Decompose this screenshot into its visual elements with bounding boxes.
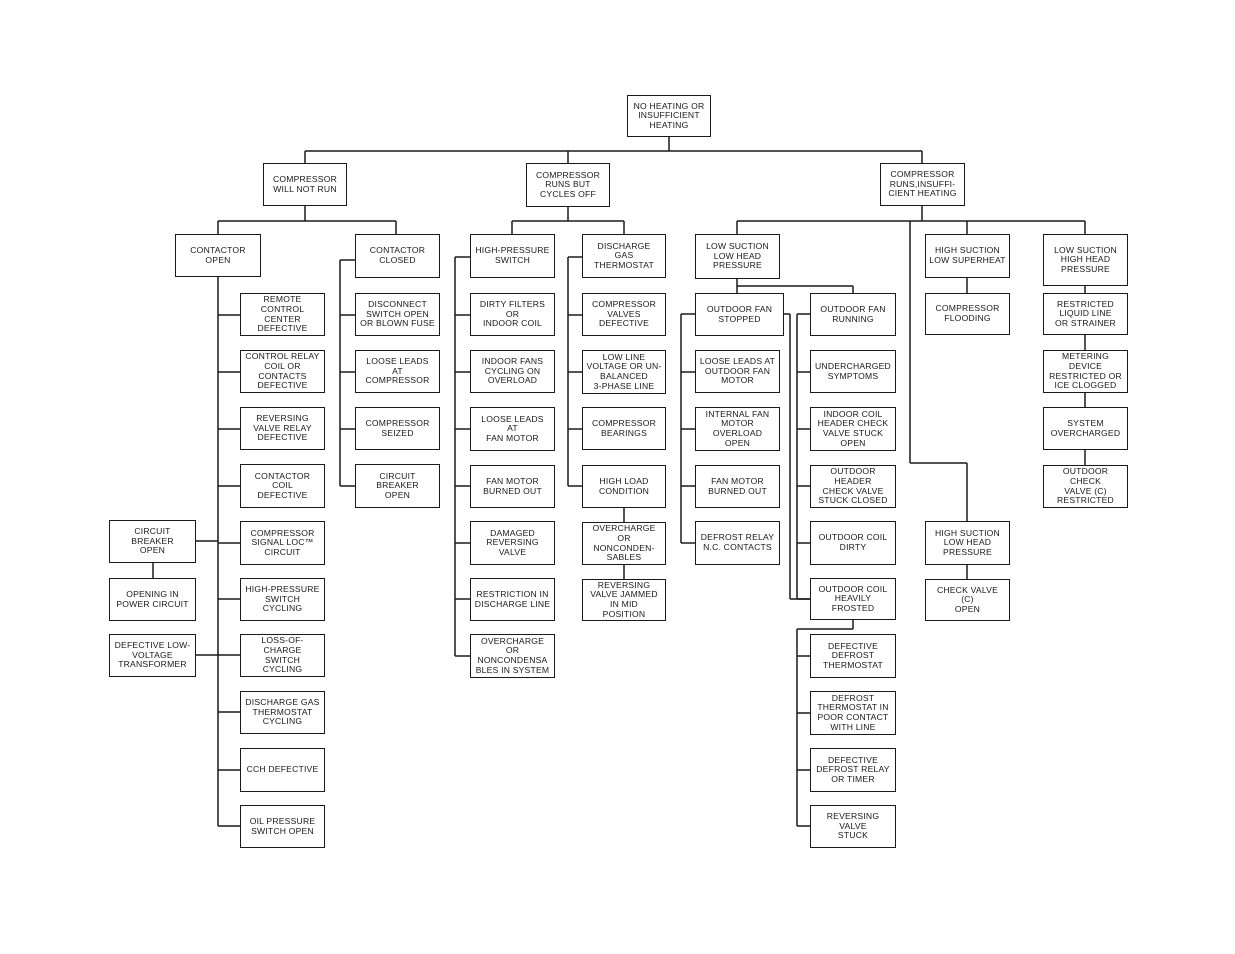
- box-high-pressure-switch: HIGH-PRESSURE SWITCH: [470, 234, 555, 278]
- box-undercharged-symptoms: UNDERCHARGED SYMPTOMS: [810, 350, 896, 393]
- box-low-line-voltage: LOW LINE VOLTAGE OR UN- BALANCED 3-PHASE…: [582, 350, 666, 394]
- box-signal-loc: COMPRESSOR SIGNAL LOC™ CIRCUIT: [240, 521, 325, 565]
- box-reversing-valve-stuck: REVERSING VALVE STUCK: [810, 805, 896, 848]
- box-loose-leads-compressor: LOOSE LEADS AT COMPRESSOR: [355, 350, 440, 393]
- box-outdoor-header-check: OUTDOOR HEADER CHECK VALVE STUCK CLOSED: [810, 465, 896, 508]
- box-outdoor-fan-running: OUTDOOR FAN RUNNING: [810, 293, 896, 336]
- box-reversing-valve-jammed: REVERSING VALVE JAMMED IN MID POSITION: [582, 579, 666, 621]
- box-defrost-relay-contacts: DEFROST RELAY N.C. CONTACTS: [695, 521, 780, 565]
- box-dg-thermostat-cycling: DISCHARGE GAS THERMOSTAT CYCLING: [240, 691, 325, 734]
- box-restricted-liquid-line: RESTRICTED LIQUID LINE OR STRAINER: [1043, 293, 1128, 335]
- box-reversing-valve-relay: REVERSING VALVE RELAY DEFECTIVE: [240, 407, 325, 450]
- box-high-suction-low-superheat: HIGH SUCTION LOW SUPERHEAT: [925, 234, 1010, 278]
- box-disconnect-switch: DISCONNECT SWITCH OPEN OR BLOWN FUSE: [355, 293, 440, 336]
- box-metering-device: METERING DEVICE RESTRICTED OR ICE CLOGGE…: [1043, 350, 1128, 393]
- box-restriction-discharge: RESTRICTION IN DISCHARGE LINE: [470, 578, 555, 621]
- box-outdoor-coil-dirty: OUTDOOR COIL DIRTY: [810, 521, 896, 565]
- box-defrost-thermostat-contact: DEFROST THERMOSTAT IN POOR CONTACT WITH …: [810, 691, 896, 735]
- box-overcharge-dg: OVERCHARGE OR NONCONDEN- SABLES: [582, 522, 666, 565]
- box-loose-leads-fan: LOOSE LEADS AT FAN MOTOR: [470, 407, 555, 451]
- box-indoor-fans-cycling: INDOOR FANS CYCLING ON OVERLOAD: [470, 350, 555, 393]
- box-oil-pressure-switch: OIL PRESSURE SWITCH OPEN: [240, 805, 325, 848]
- box-fan-motor-burned: FAN MOTOR BURNED OUT: [470, 465, 555, 508]
- box-contactor-coil: CONTACTOR COIL DEFECTIVE: [240, 464, 325, 508]
- box-loc-switch-cycling: LOSS-OF-CHARGE SWITCH CYCLING: [240, 634, 325, 677]
- box-outdoor-fan-motor-burned: FAN MOTOR BURNED OUT: [695, 465, 780, 508]
- box-check-valve-open: CHECK VALVE (C) OPEN: [925, 579, 1010, 621]
- box-damaged-reversing-valve: DAMAGED REVERSING VALVE: [470, 521, 555, 565]
- box-compressor-runs-insufficient: COMPRESSOR RUNS,INSUFFI- CIENT HEATING: [880, 163, 965, 206]
- box-outdoor-check-valve: OUTDOOR CHECK VALVE (C) RESTRICTED: [1043, 465, 1128, 508]
- box-cch-defective: CCH DEFECTIVE: [240, 748, 325, 792]
- box-discharge-gas-thermostat: DISCHARGE GAS THERMOSTAT: [582, 234, 666, 278]
- box-hp-switch-cycling: HIGH-PRESSURE SWITCH CYCLING: [240, 578, 325, 621]
- box-outdoor-fan-stopped: OUTDOOR FAN STOPPED: [695, 293, 784, 336]
- box-loose-leads-outdoor-fan: LOOSE LEADS AT OUTDOOR FAN MOTOR: [695, 350, 780, 393]
- box-contactor-open: CONTACTOR OPEN: [175, 234, 261, 277]
- box-remote-control-center: REMOTE CONTROL CENTER DEFECTIVE: [240, 293, 325, 336]
- box-compressor-valves: COMPRESSOR VALVES DEFECTIVE: [582, 293, 666, 336]
- box-contactor-closed: CONTACTOR CLOSED: [355, 234, 440, 278]
- box-circuit-breaker-open-left: CIRCUIT BREAKER OPEN: [109, 520, 196, 563]
- box-system-overcharged: SYSTEM OVERCHARGED: [1043, 407, 1128, 450]
- box-high-load: HIGH LOAD CONDITION: [582, 465, 666, 508]
- box-dirty-filters: DIRTY FILTERS OR INDOOR COIL: [470, 293, 555, 336]
- box-overcharge-noncondensables: OVERCHARGE OR NONCONDENSA BLES IN SYSTEM: [470, 634, 555, 678]
- box-compressor-flooding: COMPRESSOR FLOODING: [925, 293, 1010, 335]
- box-outdoor-coil-frosted: OUTDOOR COIL HEAVILY FROSTED: [810, 578, 896, 620]
- box-compressor-will-not-run: COMPRESSOR WILL NOT RUN: [263, 163, 347, 206]
- box-compressor-seized: COMPRESSOR SEIZED: [355, 407, 440, 450]
- box-low-suction-high-head: LOW SUCTION HIGH HEAD PRESSURE: [1043, 234, 1128, 286]
- box-compressor-runs-cycles-off: COMPRESSOR RUNS BUT CYCLES OFF: [526, 163, 610, 207]
- box-internal-fan-overload: INTERNAL FAN MOTOR OVERLOAD OPEN: [695, 407, 780, 451]
- box-low-suction-low-head: LOW SUCTION LOW HEAD PRESSURE: [695, 234, 780, 279]
- box-defective-defrost-relay: DEFECTIVE DEFROST RELAY OR TIMER: [810, 748, 896, 792]
- box-circuit-breaker-open: CIRCUIT BREAKER OPEN: [355, 464, 440, 508]
- box-defective-defrost-thermostat: DEFECTIVE DEFROST THERMOSTAT: [810, 634, 896, 678]
- box-opening-power-circuit: OPENING IN POWER CIRCUIT: [109, 578, 196, 621]
- box-compressor-bearings: COMPRESSOR BEARINGS: [582, 407, 666, 450]
- box-control-relay: CONTROL RELAY COIL OR CONTACTS DEFECTIVE: [240, 350, 325, 393]
- box-no-heating: NO HEATING OR INSUFFICIENT HEATING: [627, 95, 711, 137]
- box-indoor-coil-header: INDOOR COIL HEADER CHECK VALVE STUCK OPE…: [810, 407, 896, 451]
- box-high-suction-low-head: HIGH SUCTION LOW HEAD PRESSURE: [925, 521, 1010, 565]
- box-low-voltage-transformer: DEFECTIVE LOW- VOLTAGE TRANSFORMER: [109, 634, 196, 677]
